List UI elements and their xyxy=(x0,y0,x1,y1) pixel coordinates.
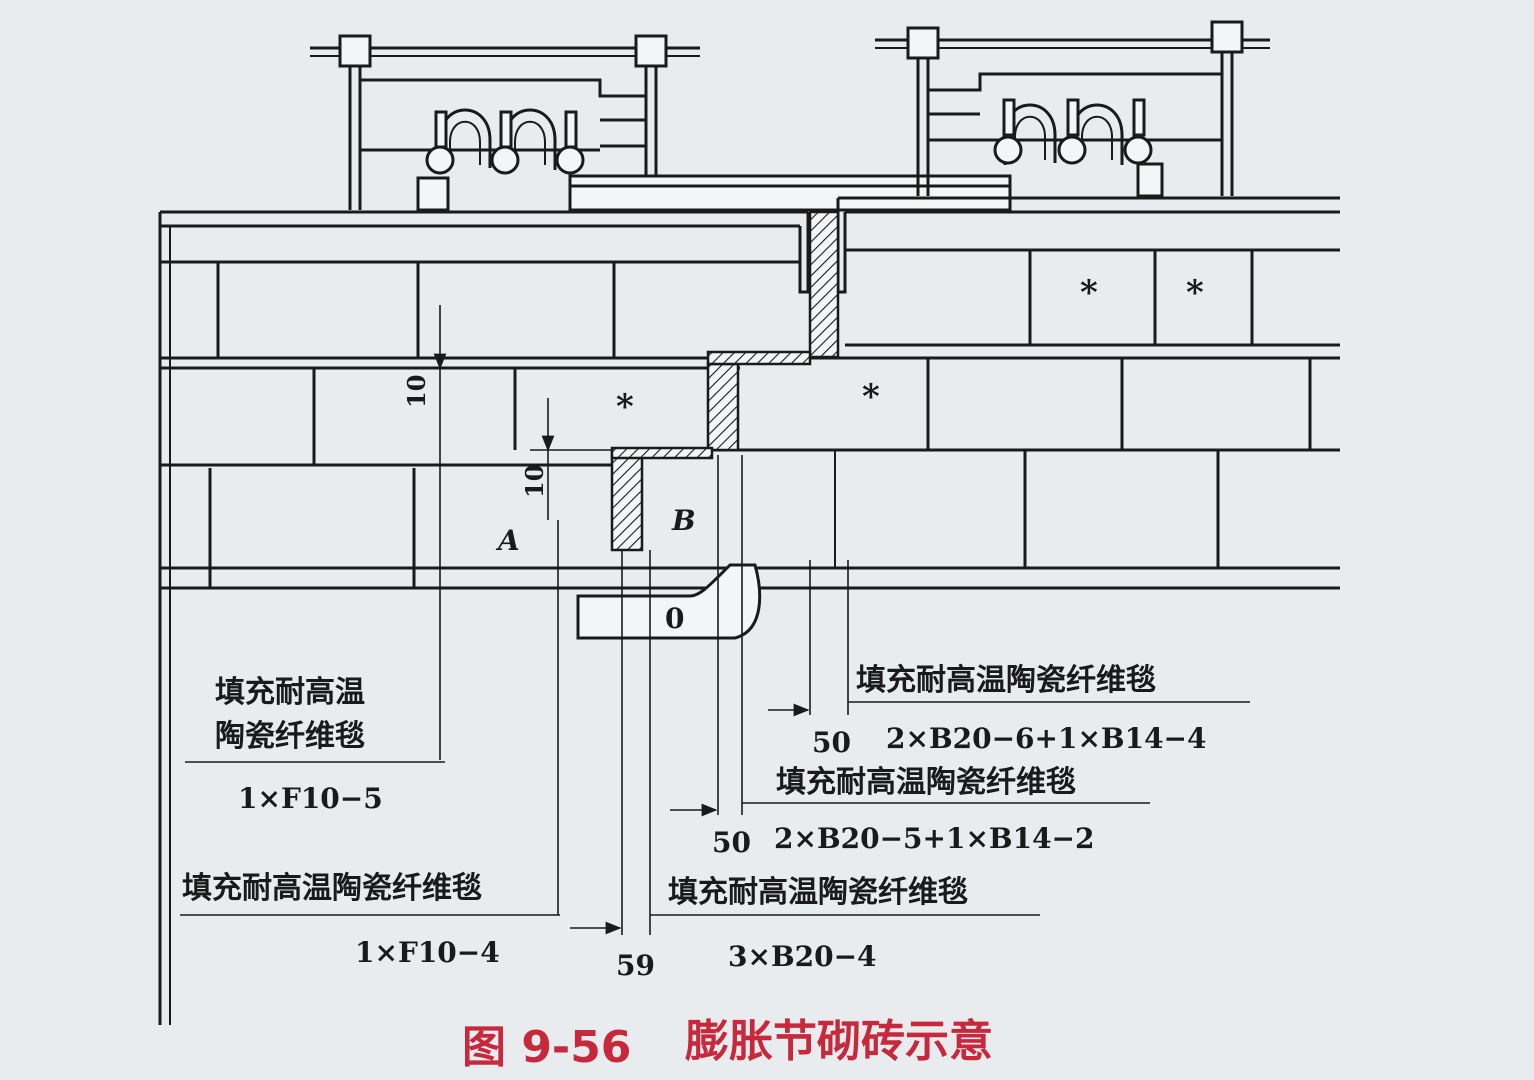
point-zero-label: 0 xyxy=(665,602,684,635)
callout-spec: 1×F10−4 xyxy=(355,936,500,969)
callout-text: 陶瓷纤维毯 xyxy=(215,719,365,754)
figure-number: 图 9-56 xyxy=(462,1022,631,1073)
callout-spec: 3×B20−4 xyxy=(728,940,877,973)
dim-lower-label: 10 xyxy=(520,465,549,498)
dim-upper-label: 10 xyxy=(402,375,431,408)
top-steel-structure xyxy=(310,20,1270,212)
point-a-label: A xyxy=(495,524,520,557)
callout-spec: 2×B20−5+1×B14−2 xyxy=(774,822,1095,855)
callout-dim: 59 xyxy=(616,949,655,982)
callout-right-3: 填充耐高温陶瓷纤维毯 59 3×B20−4 xyxy=(616,875,968,982)
callout-left-bottom: 填充耐高温陶瓷纤维毯 1×F10−4 xyxy=(182,871,500,969)
callout-spec: 2×B20−6+1×B14−4 xyxy=(886,722,1207,755)
callout-text: 填充耐高温 xyxy=(215,675,365,710)
brick-mark: * xyxy=(616,387,634,427)
brick-mark: * xyxy=(862,377,880,417)
shell-plate xyxy=(158,196,1340,1025)
callout-text: 填充耐高温陶瓷纤维毯 xyxy=(776,765,1076,800)
callout-text: 填充耐高温陶瓷纤维毯 xyxy=(856,663,1156,698)
brick-mark: * xyxy=(1080,273,1098,313)
callout-right-1: 填充耐高温陶瓷纤维毯 50 2×B20−6+1×B14−4 xyxy=(812,663,1207,759)
callout-spec: 1×F10−5 xyxy=(238,782,383,815)
brick-lining xyxy=(160,198,1340,640)
callout-dim: 50 xyxy=(812,726,851,759)
callout-left-top: 填充耐高温 陶瓷纤维毯 1×F10−5 xyxy=(215,675,383,815)
point-b-label: B xyxy=(671,504,696,537)
drawing-labels: A B 0 * * * * 10 10 xyxy=(402,273,1204,915)
callout-dim: 50 xyxy=(712,826,751,859)
brick-mark: * xyxy=(1186,273,1204,313)
figure-caption: 图 9-56 膨胀节砌砖示意 xyxy=(462,1016,993,1073)
figure-title: 膨胀节砌砖示意 xyxy=(685,1016,993,1067)
callout-right-2: 填充耐高温陶瓷纤维毯 50 2×B20−5+1×B14−2 xyxy=(712,765,1095,859)
callout-text: 填充耐高温陶瓷纤维毯 xyxy=(668,875,968,910)
leader-lines xyxy=(180,455,1250,935)
callout-text: 填充耐高温陶瓷纤维毯 xyxy=(182,871,482,906)
